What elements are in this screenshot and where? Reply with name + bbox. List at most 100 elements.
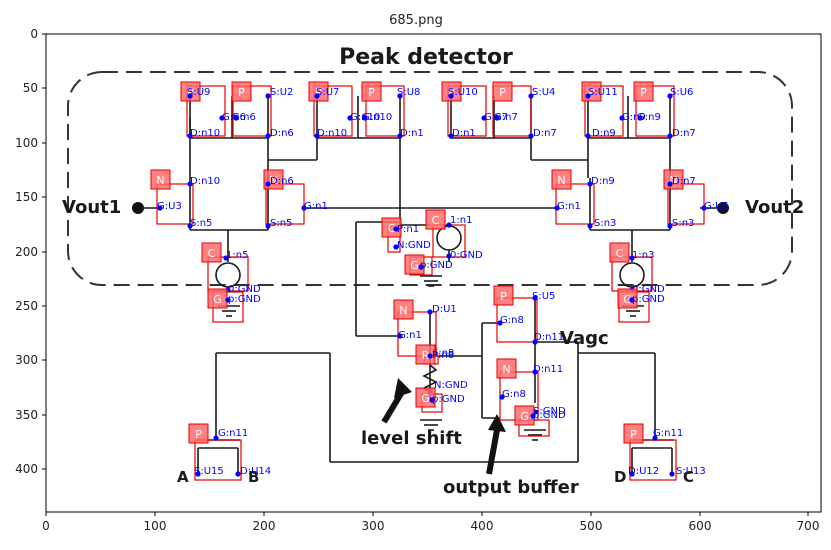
component-tag-box: [415, 387, 436, 408]
component-tag: P: [500, 290, 507, 303]
figure-title: 685.png: [389, 13, 443, 28]
pin-label: D:n7: [533, 128, 557, 139]
component-tag-box: [201, 242, 222, 263]
pin-dot: [429, 397, 435, 403]
pin-label: 0:GND: [228, 284, 261, 295]
pin-label: D:n7: [672, 128, 696, 139]
y-tick-label: 200: [15, 245, 38, 259]
component-tag-box: [393, 299, 414, 320]
pin-dot: [448, 133, 454, 139]
pin-label: D:n11: [533, 364, 563, 375]
pin-label: S:U7: [316, 87, 339, 98]
component-tag-box: [308, 81, 329, 102]
pin-dot: [446, 222, 452, 228]
pin-dot: [446, 253, 452, 259]
pin-label: D:n1: [400, 128, 424, 139]
pin-dot: [397, 133, 403, 139]
component-tag-box: [441, 81, 462, 102]
pin-dot: [393, 244, 399, 250]
component-box: [156, 183, 194, 225]
component-n: ND:n7G:U5S:n3: [663, 169, 729, 229]
component-tag-box: [623, 423, 644, 444]
pin-dot: [235, 471, 241, 477]
pin-label: S:U2: [270, 87, 293, 98]
pin-dot: [314, 93, 320, 99]
pin-dot: [669, 471, 675, 477]
level-shift-label: level shift: [361, 428, 462, 449]
pin-label: 0:GND: [450, 250, 483, 261]
pin-dot: [265, 93, 271, 99]
pin-dot: [585, 93, 591, 99]
x-tick-label: 0: [42, 519, 50, 533]
arrow-icon: [486, 414, 506, 475]
component-box: [555, 183, 595, 225]
pin-label: S:U10: [448, 87, 478, 98]
x-tick-label: 200: [253, 519, 276, 533]
pin-dot: [497, 320, 503, 326]
pin-label: S:U9: [187, 87, 210, 98]
pin-dot: [701, 205, 707, 211]
component-tag: P: [187, 86, 194, 99]
pin-label: S:n3: [594, 218, 616, 229]
component-tag: P: [630, 428, 637, 441]
pin-label: G:n8: [502, 389, 526, 400]
y-tick-label: 400: [15, 462, 38, 476]
y-tick-label: 50: [23, 81, 38, 95]
pin-label: D:U12: [628, 466, 659, 477]
pin-label: G:U3: [157, 201, 182, 212]
pin-dot: [265, 181, 271, 187]
y-tick-label: 300: [15, 353, 38, 367]
pin-dot: [532, 339, 538, 345]
pin-label: G:n1: [304, 201, 328, 212]
pin-c-label: C: [683, 468, 694, 486]
component-tag-box: [617, 288, 638, 309]
component-tag-box: [415, 344, 436, 365]
component-box: [584, 85, 624, 137]
component-tag: C: [388, 222, 396, 235]
pin-dot: [481, 115, 487, 121]
pin-label: p:GND: [632, 294, 665, 305]
component-tag: P: [448, 86, 455, 99]
component-tag-box: [633, 81, 654, 102]
pin-dot: [187, 181, 193, 187]
pin-dot: [667, 181, 673, 187]
component-tag: G: [421, 392, 430, 405]
pin-label: S:n8: [432, 348, 454, 359]
component-tag: R: [422, 349, 430, 362]
pin-label: S:n3: [672, 218, 694, 229]
pin-label: p:GND: [432, 394, 465, 405]
pin-dot: [667, 223, 673, 229]
pin-label: p:GND: [533, 410, 566, 421]
pin-label: G:U5: [704, 201, 729, 212]
component-tag: P: [195, 428, 202, 441]
pin-label: N:GND: [397, 240, 431, 251]
pin-label: D:n10: [190, 128, 220, 139]
pin-dot: [187, 133, 193, 139]
pin-dot: [629, 255, 635, 261]
pin-dot: [667, 133, 673, 139]
pin-label: G:n8: [500, 315, 524, 326]
x-axis: 0 100 200 300 400 500 600 700: [42, 512, 819, 533]
pin-label: D:n10: [317, 128, 347, 139]
pin-label: P:n8: [432, 350, 454, 361]
circuit-wires: [138, 96, 723, 474]
pin-dot: [448, 93, 454, 99]
component-tag-box: [150, 169, 171, 190]
pin-d-label: D: [614, 468, 626, 486]
pin-label: G:n10: [362, 112, 392, 123]
y-tick-label: 350: [15, 408, 38, 422]
pin-label: S:U6: [670, 87, 693, 98]
component-tag: P: [499, 86, 506, 99]
component-tag: P: [368, 86, 375, 99]
pin-dot: [532, 369, 538, 375]
pin-label: D:n6: [270, 128, 294, 139]
